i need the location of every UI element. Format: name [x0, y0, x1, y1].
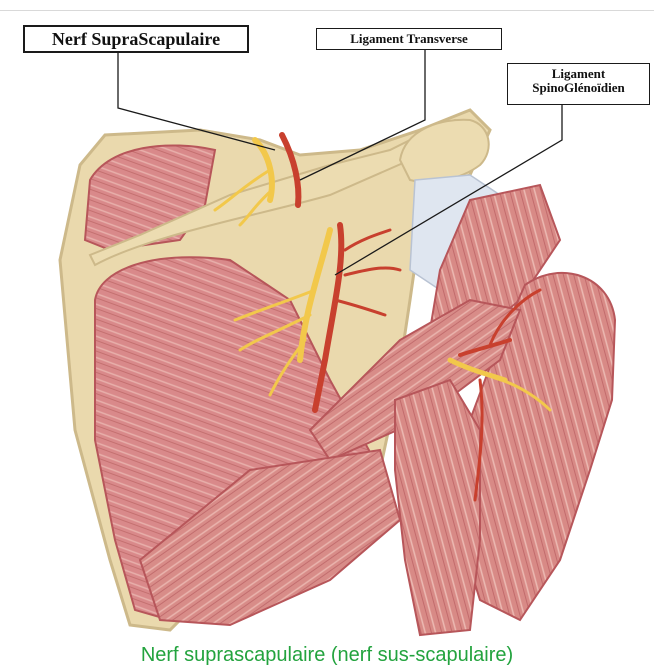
label-nerf-suprascapulaire: Nerf SupraScapulaire [23, 25, 249, 53]
figure-caption: Nerf suprascapulaire (nerf sus-scapulair… [0, 644, 654, 668]
label-spino-line2: SpinoGlénoïdien [508, 81, 649, 95]
label-ligament-spinoglenoidien: Ligament SpinoGlénoïdien [507, 63, 650, 105]
triceps-muscle [395, 380, 480, 635]
label-ligament-transverse: Ligament Transverse [316, 28, 502, 50]
acromion [400, 120, 489, 182]
label-spino-line1: Ligament [508, 67, 649, 81]
